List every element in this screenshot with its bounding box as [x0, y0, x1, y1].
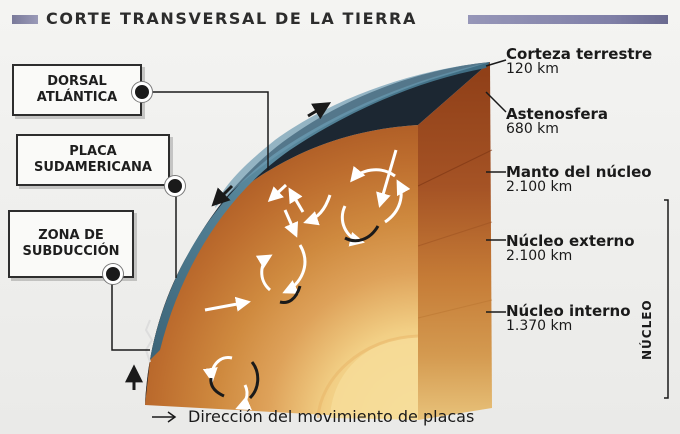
layer-name: Manto del núcleo	[506, 163, 652, 181]
layer-thickness: 2.100 km	[506, 179, 573, 195]
crust-surface	[150, 62, 490, 360]
legend-arrow-icon	[152, 410, 177, 423]
label-box-dorsal-atlantica: DorsalAtlántica	[12, 64, 142, 116]
side-boundary-2	[417, 221, 493, 247]
layer-name: Núcleo interno	[506, 302, 631, 320]
layer-label-corteza: Corteza terrestre 120 km	[506, 46, 652, 76]
side-boundary-1	[417, 149, 493, 187]
layer-name: Corteza terrestre	[506, 45, 653, 63]
layer-label-astenosfera: Astenosfera 680 km	[506, 106, 608, 136]
side-boundary-3	[417, 299, 493, 319]
dorsal-line-1: Dorsal	[47, 74, 107, 89]
wedge-side-face	[418, 62, 492, 420]
layer-label-nucleo-externo: Núcleo externo 2.100 km	[506, 233, 635, 263]
nucleo-bracket-label: Núcleo	[640, 299, 654, 360]
callout-dot-dorsal	[132, 82, 152, 102]
plate-arrow-left	[211, 184, 234, 207]
label-box-placa-sudamericana: PlacaSudamericana	[16, 134, 170, 186]
title-bar-right	[468, 15, 668, 24]
title-bar-left	[12, 15, 38, 24]
legend: Dirección del movimiento de placas	[150, 407, 474, 426]
layer-thickness: 680 km	[506, 121, 559, 137]
convection-arrows	[202, 149, 411, 411]
plate-arrow-top	[307, 102, 332, 120]
layer-thickness: 2.100 km	[506, 248, 573, 264]
crust-ridge	[144, 319, 154, 363]
callout-dot-zona	[103, 264, 123, 284]
right-leader-lines	[485, 59, 507, 313]
layer-thickness: 120 km	[506, 61, 559, 77]
placa-line-2: Sudamericana	[34, 160, 152, 175]
outer-core-ring	[316, 334, 419, 419]
wedge-front-face	[145, 125, 418, 420]
layer-label-manto: Manto del núcleo 2.100 km	[506, 164, 652, 194]
layer-name: Núcleo externo	[506, 232, 635, 250]
callout-dot-placa	[165, 176, 185, 196]
legend-text: Dirección del movimiento de placas	[188, 407, 475, 426]
zona-line-1: Zona de	[38, 228, 104, 243]
label-box-zona-subduccion: Zona desubducción	[8, 210, 134, 278]
dark-return-arrows	[209, 225, 380, 400]
nucleo-bracket	[664, 199, 669, 399]
leader-lines	[111, 91, 269, 351]
dorsal-line-2: Atlántica	[36, 90, 118, 105]
inner-core	[330, 336, 418, 420]
layer-thickness: 1.370 km	[506, 318, 573, 334]
layer-label-nucleo-interno: Núcleo interno 1.370 km	[506, 303, 631, 333]
placa-line-1: Placa	[69, 144, 117, 159]
page-title: Corte transversal de la Tierra	[46, 9, 417, 28]
zona-line-2: subducción	[22, 244, 120, 259]
layer-name: Astenosfera	[506, 105, 609, 123]
